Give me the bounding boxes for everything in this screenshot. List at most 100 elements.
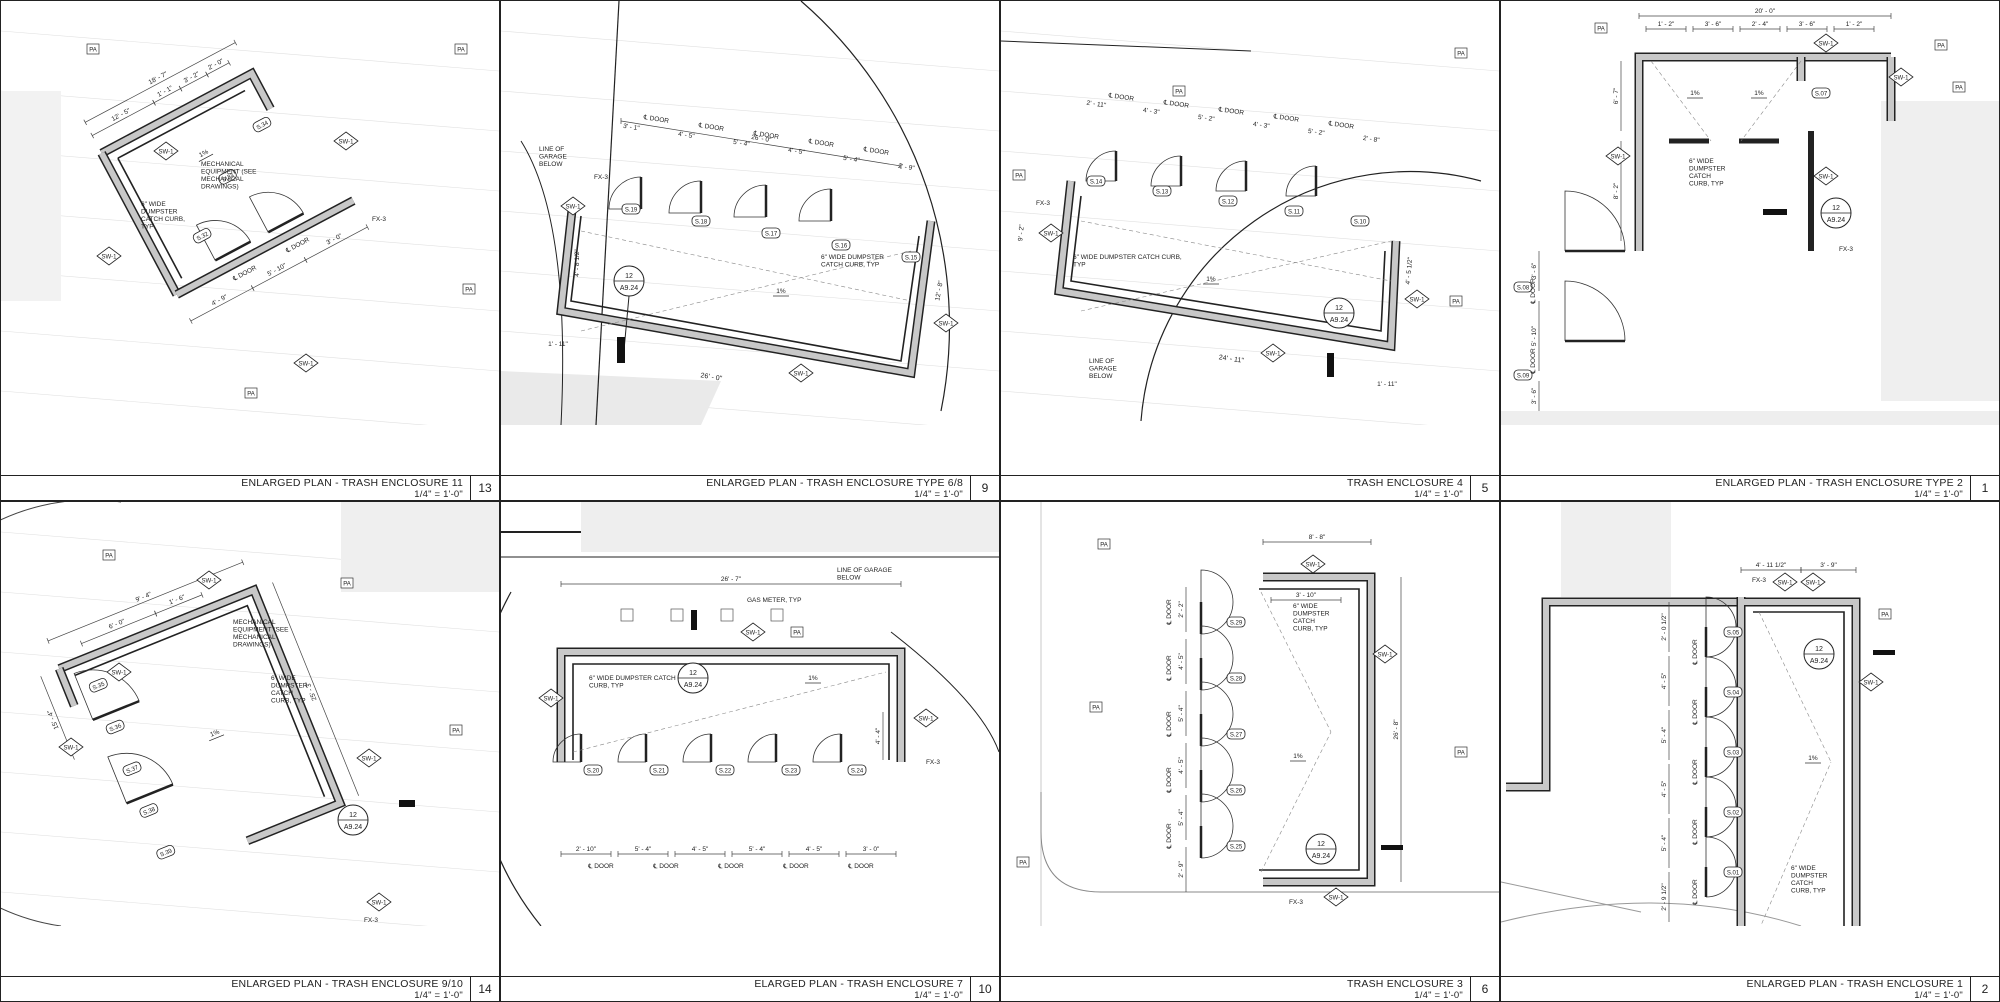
keynote-diamond [1260,343,1286,363]
keynote-text: SW-1 [1044,232,1060,238]
dimension-text: 2' - 4" [1752,21,1769,28]
door-centerline-label: ℄ DOOR [652,863,679,870]
drawing-note-line: CATCH CURB, [141,216,185,223]
catch-curb [570,215,920,362]
door-swing [1200,793,1234,859]
catch-curb [117,89,246,159]
drawing-note-line: CATCH [1689,173,1711,180]
drawing-scale: 1/4" = 1'-0" [1914,990,1963,1001]
keynote-text: SW-1 [1306,563,1322,569]
drawing-title-group: ENLARGED PLAN - TRASH ENCLOSURE TYPE 6/8… [706,478,963,501]
drawing-number: 2 [1970,977,1999,1001]
equipment-tag-text: S.09 [1517,374,1530,380]
keynote-text: SW-1 [1778,581,1794,587]
dimension-text: 3' - 6" [1705,21,1722,28]
garage-line [520,140,564,425]
door-swing [1564,190,1626,252]
background-grid-line [501,150,999,192]
background-grid-line [1,891,429,926]
drawing-note-line: CATCH [1293,618,1315,625]
pa-tag [1012,169,1026,181]
section-cut-mark [691,610,697,630]
background-grid-line [1,210,499,252]
keynote-diamond [153,141,179,161]
keynote-diamond [356,748,382,768]
pa-tag-text: PA [1457,751,1465,757]
slope-line [1080,220,1392,282]
fixture-tag: FX-3 [1036,200,1050,207]
keynote-diamond [333,131,359,151]
drawing-note-line: CURB, TYP [271,698,306,705]
dimension-line [180,74,208,89]
background-grid-line [1,390,429,425]
dimension-text: 2' - 0 1/2" [1661,613,1668,641]
dimension-text: 3' - 0" [863,846,880,853]
equipment-tag [901,251,921,263]
keynote-diamond [96,246,122,266]
fixture-tag: FX-3 [594,174,608,181]
callout-sheet: A9.24 [344,824,362,831]
door-centerline-label: ℄ DOOR [1166,711,1173,738]
gas-meter-note: GAS METER, TYP [747,597,801,604]
enclosure-wall-fill [557,200,934,377]
drawing-note-line: CATCH [1791,880,1813,887]
keynote-diamond [1372,644,1398,664]
dimension-text: 3' - 6" [1531,387,1538,404]
section-cut-mark [1381,845,1403,850]
drawing-note-line: CURB, TYP [1293,626,1328,633]
pa-tag [462,283,476,295]
enclosure-wall-fill [98,151,180,296]
site-line [1001,40,1252,52]
door-centerline-label: ℄ DOOR [807,138,835,149]
drawing-title: TRASH ENCLOSURE 3 [1346,978,1463,990]
dimension-line [620,120,902,167]
door-swing [668,180,702,214]
pa-tag [1594,22,1608,34]
dimension-tick [250,285,255,291]
dimension-text: 3' - 6" [1799,21,1816,28]
background-grid-line [501,90,999,132]
door-swing [248,191,304,233]
callout-number: 12 [349,812,357,819]
equipment-tag [649,764,669,776]
drawing-scale: 1/4" = 1'-0" [1914,489,1963,500]
equipment-tag [1152,185,1172,197]
equipment-tag [1513,369,1533,381]
equipment-tag [761,227,781,239]
dimension-tick [227,59,231,66]
keynote-diamond [1300,554,1326,574]
door-swing [1564,280,1626,342]
dimension-text: 4' - 3" [1253,121,1271,130]
equipment-tag-text: S.24 [851,769,864,775]
dimension-text: 2' - 9 1/2" [1661,883,1668,911]
equipment-tag [1811,87,1831,99]
slope-line [1260,591,1332,733]
dimension-text: 26' - 7" [721,576,742,583]
door-swing [1705,596,1737,658]
equipment-tag-text: S.21 [653,769,666,775]
dimension-text: 4' - 5" [806,846,823,853]
plan-drawing: S.05S.04S.03S.02S.014' - 11 1/2"3' - 9"2… [1501,502,1895,926]
background-grid-line [1,831,499,873]
title-block: ENLARGED PLAN - TRASH ENCLOSURE TYPE 6/8… [501,475,999,500]
dimension-text: 8' - 2" [1613,182,1620,199]
pa-tag [454,43,468,55]
background-grid-line [1,771,499,813]
door-swing [552,733,582,763]
drawing-note-line: DUMPSTER [141,209,178,216]
drawing-note-line: CATCH CURB, TYP [821,262,879,269]
drawing-note-line: MECHANICAL [201,176,244,183]
dimension-text: 5' - 4" [1661,834,1668,851]
